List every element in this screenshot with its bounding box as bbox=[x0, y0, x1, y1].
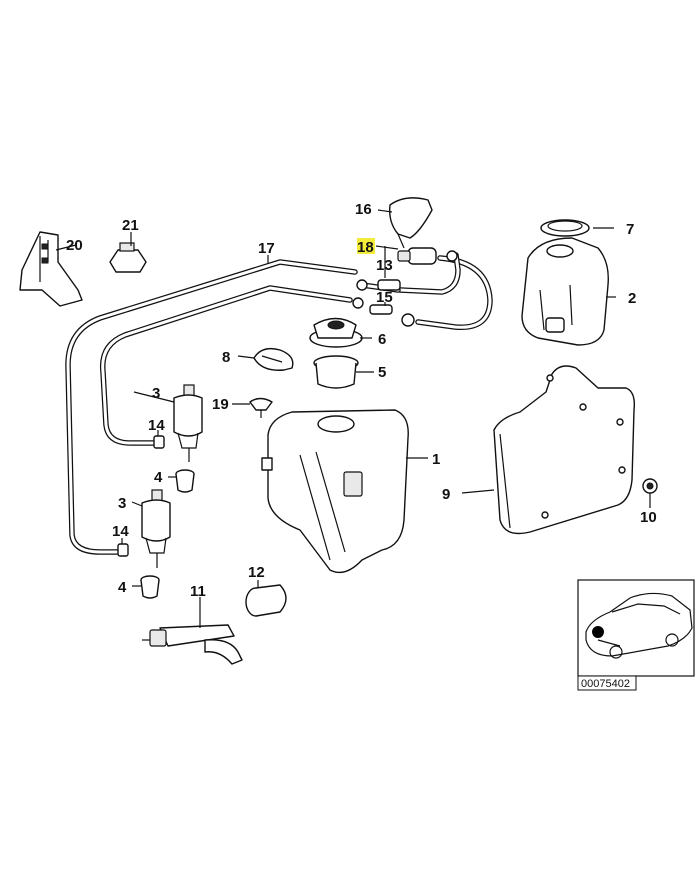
label-10: 10 bbox=[640, 509, 657, 526]
washer-pump-3-upper bbox=[173, 384, 203, 462]
label-14-lower: 14 bbox=[112, 523, 129, 540]
filler-cap-6 bbox=[309, 317, 363, 348]
grommet-12 bbox=[245, 584, 287, 617]
label-8: 8 bbox=[222, 349, 230, 366]
label-12: 12 bbox=[248, 564, 265, 581]
cover-panel-9 bbox=[493, 365, 636, 535]
car-silhouette bbox=[585, 592, 693, 659]
seal-cap-7 bbox=[540, 219, 590, 237]
connector-15 bbox=[352, 297, 415, 327]
label-6: 6 bbox=[378, 331, 386, 348]
part-labels: 20 21 17 16 18 13 15 7 2 6 5 8 19 3 14 4… bbox=[66, 201, 657, 600]
connector-13 bbox=[356, 279, 401, 291]
bracket-20 bbox=[19, 231, 83, 307]
filler-neck-5 bbox=[313, 355, 359, 389]
nut-10 bbox=[642, 478, 658, 494]
label-13: 13 bbox=[376, 257, 393, 274]
level-sensor-11 bbox=[142, 624, 243, 665]
clip-21 bbox=[109, 242, 147, 273]
label-20: 20 bbox=[66, 237, 83, 254]
label-21: 21 bbox=[122, 217, 139, 234]
washer-tank-1 bbox=[261, 409, 409, 574]
reference-number: 00075402 bbox=[581, 678, 630, 690]
check-valve-18 bbox=[397, 247, 458, 265]
grommet-4-upper bbox=[175, 469, 195, 493]
location-marker bbox=[592, 626, 604, 638]
label-1: 1 bbox=[432, 451, 440, 468]
jet-nozzle-16 bbox=[388, 197, 433, 249]
label-9: 9 bbox=[442, 486, 450, 503]
label-4-lower: 4 bbox=[118, 579, 127, 596]
label-4-upper: 4 bbox=[154, 469, 163, 486]
label-16: 16 bbox=[355, 201, 372, 218]
label-18[interactable]: 18 bbox=[357, 239, 374, 256]
label-3-lower: 3 bbox=[118, 495, 126, 512]
label-2: 2 bbox=[628, 290, 636, 307]
reservoir-2 bbox=[521, 237, 609, 346]
label-14-upper: 14 bbox=[148, 417, 165, 434]
clamp-14-upper bbox=[153, 435, 165, 449]
grommet-4-lower bbox=[140, 575, 160, 599]
cap-8 bbox=[253, 347, 294, 371]
leader-lines bbox=[55, 209, 651, 628]
label-7: 7 bbox=[626, 221, 634, 238]
hose-17 bbox=[65, 259, 358, 555]
clip-19 bbox=[249, 397, 273, 418]
highlight-18 bbox=[357, 238, 375, 254]
clamp-14-lower bbox=[117, 543, 129, 557]
washer-pump-3-lower bbox=[141, 489, 171, 568]
label-5: 5 bbox=[378, 364, 386, 381]
label-19: 19 bbox=[212, 396, 229, 413]
label-17: 17 bbox=[258, 240, 275, 257]
label-15: 15 bbox=[376, 289, 393, 306]
label-3-upper: 3 bbox=[152, 385, 160, 402]
vehicle-location-inset: 00075402 bbox=[577, 579, 695, 691]
label-11: 11 bbox=[190, 583, 206, 600]
